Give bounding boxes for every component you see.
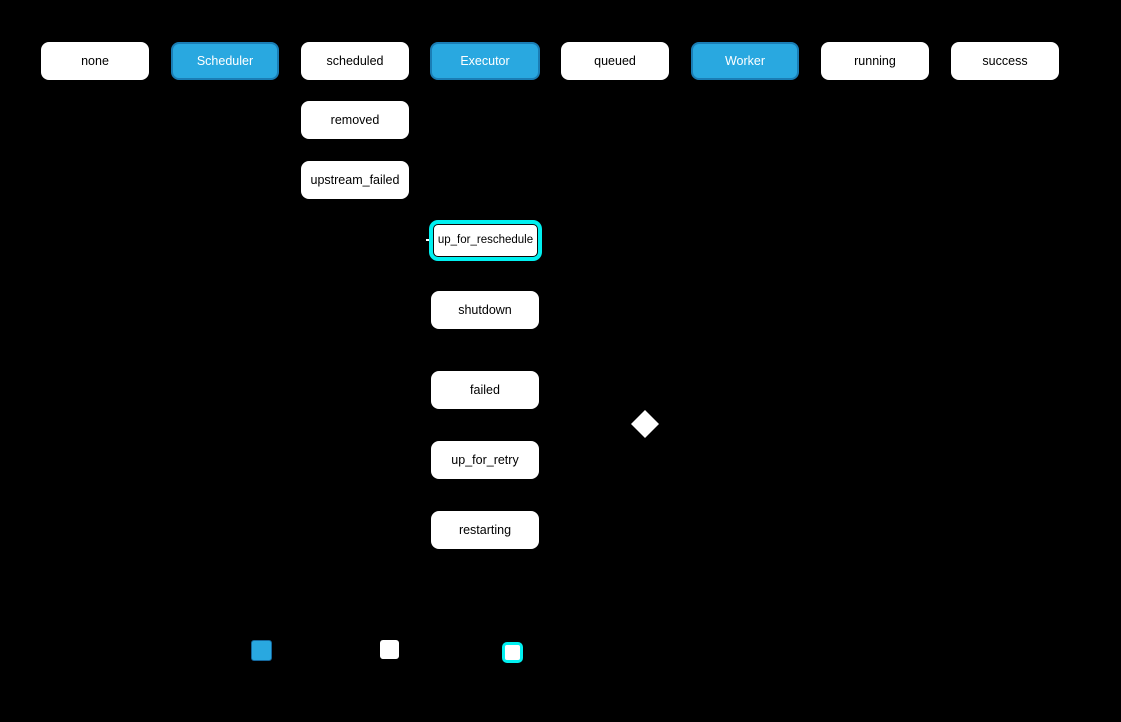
node-success: success	[951, 42, 1059, 80]
legend-actor-swatch	[251, 640, 272, 661]
node-shutdown: shutdown	[431, 291, 539, 329]
legend-highlight-swatch	[502, 642, 523, 663]
legend-state-swatch	[380, 640, 399, 659]
node-up-for-reschedule: up_for_reschedule	[433, 224, 538, 257]
node-queued: queued	[561, 42, 669, 80]
decision-diamond-icon	[631, 410, 659, 438]
node-failed: failed	[431, 371, 539, 409]
node-worker: Worker	[691, 42, 799, 80]
node-none: none	[41, 42, 149, 80]
node-executor: Executor	[430, 42, 540, 80]
node-scheduler: Scheduler	[171, 42, 279, 80]
node-scheduled: scheduled	[301, 42, 409, 80]
node-removed: removed	[301, 101, 409, 139]
node-running: running	[821, 42, 929, 80]
node-restarting: restarting	[431, 511, 539, 549]
node-up-for-retry: up_for_retry	[431, 441, 539, 479]
edge-stub	[426, 239, 432, 241]
node-upstream-failed: upstream_failed	[301, 161, 409, 199]
